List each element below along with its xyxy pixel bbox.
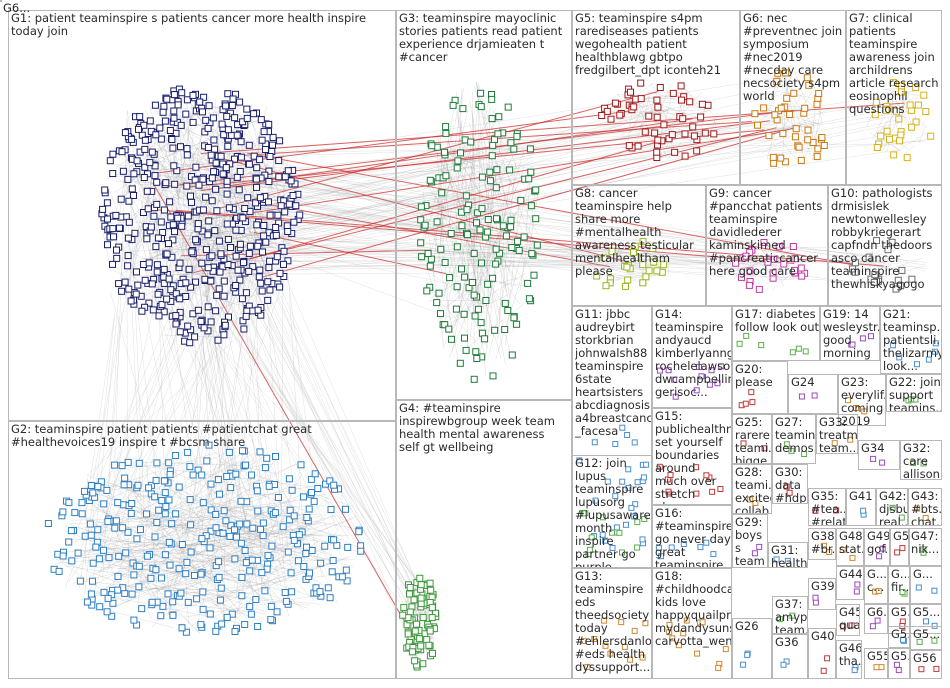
group-label: G27: teamins... demos... xyxy=(775,416,815,455)
group-label: G55 xyxy=(867,650,887,663)
group-label: G28: teami... excited collab... xyxy=(735,466,771,513)
group-label: G34 xyxy=(861,442,899,455)
group-label: G14: teaminspire andyaucd kimberlyanng..… xyxy=(655,308,731,399)
group-label: G26 xyxy=(735,620,771,633)
group-label: G38: #br... xyxy=(811,530,835,556)
group-label: G25: rarere... teami... bigge... xyxy=(735,416,771,463)
group-label: G7: clinical patients teaminspire awaren… xyxy=(849,12,941,116)
group-label: G56 xyxy=(913,652,941,665)
group-panel-g3 xyxy=(396,10,572,400)
group-label: G24 xyxy=(791,376,837,389)
group-label: G11: jbbc audreybirt storkbrian johnwals… xyxy=(575,308,651,438)
group-label: G6... xyxy=(3,2,30,15)
group-label: G... c... xyxy=(867,568,887,594)
group-label: G47: nik... xyxy=(911,530,941,556)
group-label: G5... xyxy=(891,628,909,641)
group-label: G46: tha... xyxy=(839,642,861,668)
group-label: G6... xyxy=(867,606,887,619)
group-label: G45: qua... xyxy=(839,606,859,632)
group-label: G20: please xyxy=(735,363,787,389)
group-label: G... fir... xyxy=(891,568,909,594)
group-label: G16: #teaminspire go never day great tea… xyxy=(655,507,731,567)
group-panel-g2 xyxy=(8,421,396,679)
group-label: G17: diabetes follow look out xyxy=(735,308,819,334)
group-label: G49: gof... xyxy=(867,530,889,556)
group-label: G31: health xyxy=(771,544,807,567)
group-label: G... xyxy=(913,568,941,581)
group-label: G30: data #hdp... xyxy=(775,466,807,503)
group-label: G39 xyxy=(811,580,835,593)
group-label: G48: stat... xyxy=(839,530,863,556)
group-label: G6: nec #preventnec join symposium #nec2… xyxy=(743,12,843,103)
group-label: G37: amyp... team... xyxy=(775,598,807,633)
group-label: G12: join lupus teaminspire lupusorg #lu… xyxy=(575,457,651,567)
group-label: G5... xyxy=(891,606,909,619)
group-label: G4: #teaminspire inspirewbgroup week tea… xyxy=(399,402,567,454)
group-label: G5... xyxy=(913,606,941,619)
group-label: G15: publichealthni set yourself boundar… xyxy=(655,410,731,504)
group-label: G19: 14 wesleystr... good morning bailey… xyxy=(823,308,879,360)
group-label: G2: teaminspire patient patients #patien… xyxy=(11,423,393,449)
group-label: G5: teaminspire s4pm rarediseases patien… xyxy=(575,12,731,77)
group-label: G13: teaminspire eds theedsociety today … xyxy=(575,570,651,674)
group-label: G10: pathologists drmisislek newtonwelle… xyxy=(831,187,939,291)
group-label: G35: #tea... #relat... xyxy=(811,490,845,525)
group-label: G40 xyxy=(811,630,835,643)
group-label: G50 xyxy=(893,530,909,543)
group-label: G1: patient teaminspire s patients cance… xyxy=(11,12,393,38)
group-label: G41 xyxy=(849,490,875,503)
group-label: G32: care allison... xyxy=(903,442,941,479)
group-label: G5... xyxy=(891,650,909,663)
group-label: G29: boys s team keep... xyxy=(735,516,767,567)
group-label: G33: treatm... team... xyxy=(819,416,857,453)
group-label: G18: #childhoodca... kids love happyquai… xyxy=(655,570,731,648)
group-label: G43: #bts... chat... xyxy=(911,490,941,525)
group-label: G42: djsbu real... xyxy=(879,490,907,525)
group-label: G3: teaminspire mayoclinic stories patie… xyxy=(399,12,567,64)
group-panel-g62 xyxy=(0,0,2,2)
group-label: G8: cancer teaminspire help share more #… xyxy=(575,187,705,278)
group-label: G36 xyxy=(775,636,807,649)
group-label: G22: join support teamins... group xyxy=(889,376,941,411)
group-label: G5... xyxy=(913,628,941,641)
group-panel-g1 xyxy=(8,10,396,421)
group-label: G21: teaminsp... patientsli... thelizarm… xyxy=(883,308,941,373)
group-label: G9: cancer #pancchat patients teaminspir… xyxy=(709,187,825,278)
group-label: G44 xyxy=(839,568,863,581)
